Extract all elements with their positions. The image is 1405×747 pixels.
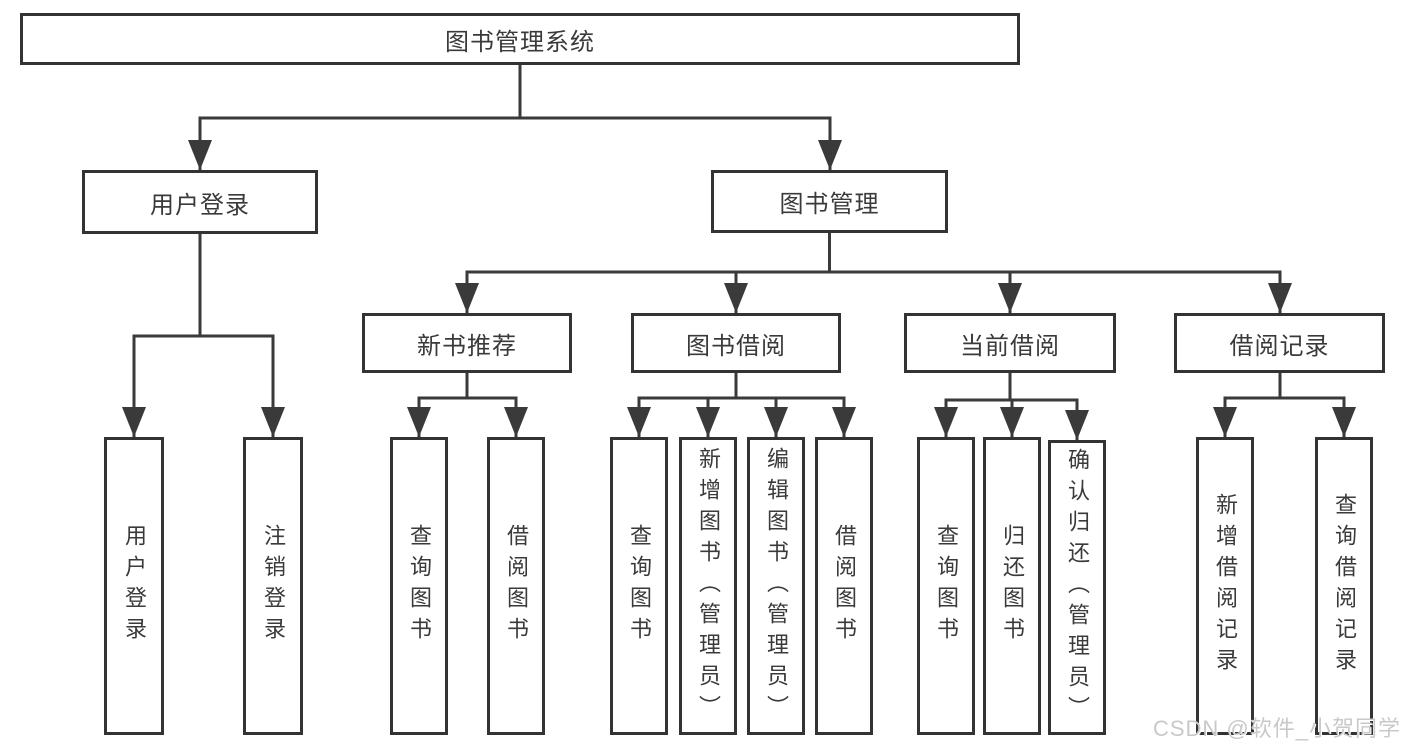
node-root-system: 图书管理系统 [20,13,1020,65]
leaf-label: 归还图书 [1000,524,1025,648]
leaf-query-book-2: 查询图书 [610,437,668,735]
leaf-label: 注销登录 [261,524,286,648]
leaf-label: 新增图书（管理员） [696,446,721,726]
leaf-return-book: 归还图书 [983,437,1041,735]
connector-current-children [934,373,1089,440]
leaf-add-book-admin: 新增图书（管理员） [679,437,737,735]
node-new-book-recommend: 新书推荐 [362,313,572,373]
leaf-label: 新增借阅记录 [1213,493,1238,679]
leaf-confirm-return-admin: 确认归还（管理员） [1048,440,1106,735]
node-book-borrow: 图书借阅 [631,313,841,373]
node-label: 图书借阅 [686,332,786,360]
node-label: 借阅记录 [1229,332,1330,360]
leaf-label: 借阅图书 [832,524,857,648]
connector-book-mgmt-children [455,233,1292,313]
leaf-label: 查询图书 [407,524,432,648]
leaf-add-borrow-record: 新增借阅记录 [1196,437,1254,735]
node-user-login: 用户登录 [82,170,318,234]
leaf-label: 查询图书 [934,524,959,648]
connector-new-book-children [407,373,528,437]
connector-root-to-level1 [188,65,842,170]
leaf-label: 用户登录 [122,524,147,648]
leaf-logout: 注销登录 [243,437,303,735]
node-label: 当前借阅 [960,332,1060,360]
node-label: 图书管理系统 [445,28,595,56]
node-label: 图书管理 [779,191,880,218]
leaf-label: 确认归还（管理员） [1065,448,1090,727]
node-current-borrow: 当前借阅 [904,313,1116,373]
leaf-borrow-book-1: 借阅图书 [487,437,545,735]
leaf-query-book-3: 查询图书 [917,437,975,735]
node-book-management: 图书管理 [711,170,948,233]
csdn-watermark: CSDN @软件_小贺同学 [1152,716,1401,741]
leaf-label: 查询图书 [627,524,652,648]
leaf-label: 借阅图书 [504,524,529,648]
connector-borrow-children [627,373,856,437]
connector-records-children [1213,373,1356,437]
leaf-borrow-book-2: 借阅图书 [815,437,873,735]
node-label: 新书推荐 [417,332,517,360]
leaf-query-book-1: 查询图书 [390,437,448,735]
leaf-label: 查询借阅记录 [1332,493,1357,679]
node-label: 用户登录 [150,191,250,219]
connector-user-login-children [122,234,285,437]
leaf-label: 编辑图书（管理员） [764,446,789,726]
leaf-query-borrow-record: 查询借阅记录 [1315,437,1373,735]
leaf-user-login: 用户登录 [104,437,164,735]
node-borrow-records: 借阅记录 [1174,313,1385,373]
leaf-edit-book-admin: 编辑图书（管理员） [747,437,805,735]
